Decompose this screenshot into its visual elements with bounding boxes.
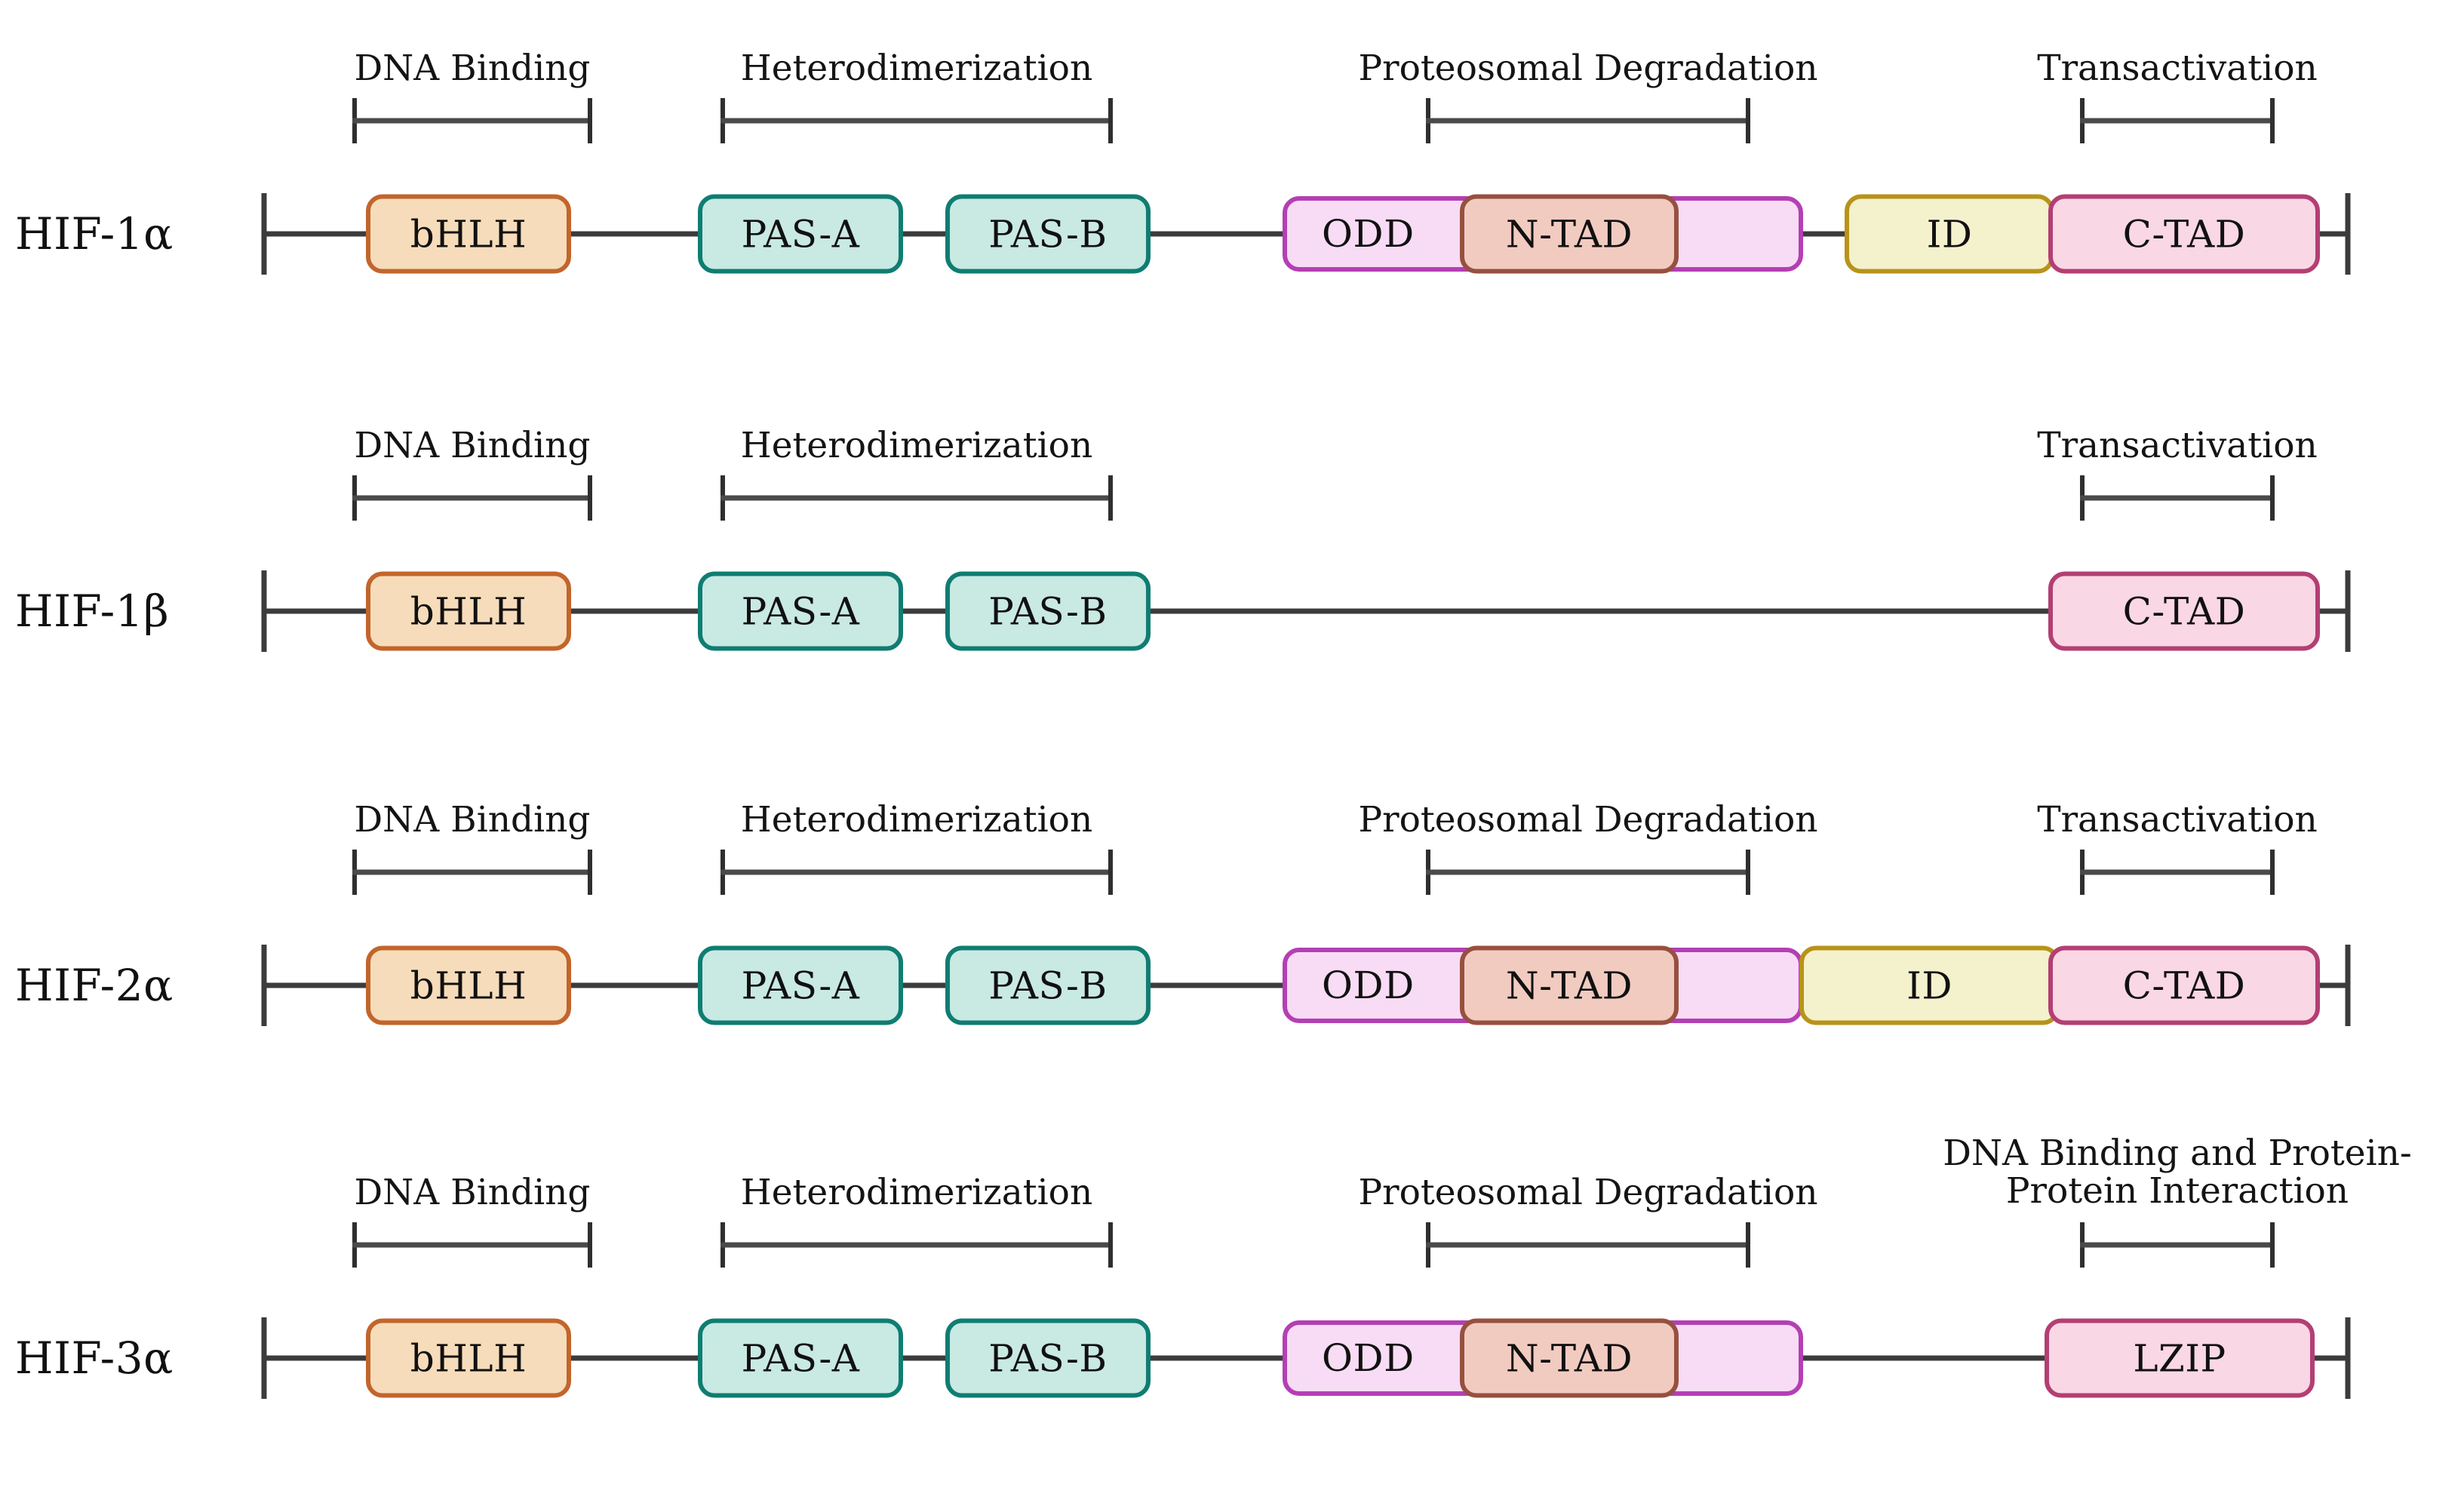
domain-box-pas-b: PAS-B [945, 194, 1151, 274]
bracket-label: Transactivation [2037, 48, 2318, 89]
annotation-bracket [720, 98, 1113, 143]
domain-box-pas-a: PAS-A [698, 945, 903, 1025]
bracket-bar [720, 118, 1113, 124]
bracket-bar [2080, 118, 2275, 124]
annotation-bracket [352, 98, 592, 143]
bracket-label: DNA Binding and Protein- Protein Interac… [1943, 1133, 2412, 1212]
bracket-bar [2080, 1242, 2275, 1248]
bracket-cap-right [2270, 98, 2275, 143]
bracket-bar [1426, 1242, 1750, 1248]
domain-box-n-tad: N-TAD [1460, 194, 1679, 274]
bracket-bar [720, 1242, 1113, 1248]
annotation-bracket [2080, 98, 2275, 143]
n-terminus-tick [261, 570, 267, 652]
bracket-bar [2080, 495, 2275, 501]
bracket-cap-right [1108, 850, 1113, 895]
domain-box-pas-a: PAS-A [698, 571, 903, 651]
bracket-label: Proteosomal Degradation [1358, 48, 1818, 89]
bracket-cap-right [588, 475, 592, 521]
bracket-label: Transactivation [2037, 425, 2318, 466]
protein-backbone-line [264, 608, 2348, 614]
domain-box-bhlh: bHLH [366, 945, 571, 1025]
domain-box-n-tad: N-TAD [1460, 1318, 1679, 1398]
bracket-label: Heterodimerization [740, 799, 1093, 841]
domain-box-c-tad: C-TAD [2048, 571, 2320, 651]
annotation-bracket [1426, 98, 1750, 143]
annotation-bracket [352, 850, 592, 895]
bracket-cap-right [588, 850, 592, 895]
bracket-label: Heterodimerization [740, 1172, 1093, 1213]
bracket-label: DNA Binding [354, 799, 591, 841]
annotation-bracket [720, 475, 1113, 521]
bracket-label: Heterodimerization [740, 425, 1093, 466]
annotation-bracket [352, 1222, 592, 1268]
annotation-bracket [2080, 1222, 2275, 1268]
bracket-label: DNA Binding [354, 1172, 591, 1213]
bracket-bar [720, 869, 1113, 875]
bracket-bar [720, 495, 1113, 501]
domain-box-id: ID [1799, 945, 2060, 1025]
protein-name-label: HIF-2α [15, 960, 174, 1011]
bracket-bar [1426, 118, 1750, 124]
bracket-bar [352, 869, 592, 875]
domain-box-pas-a: PAS-A [698, 194, 903, 274]
bracket-cap-right [1108, 475, 1113, 521]
bracket-cap-right [1746, 1222, 1750, 1268]
protein-name-label: HIF-3α [15, 1332, 174, 1384]
domain-box-pas-b: PAS-B [945, 1318, 1151, 1398]
domain-box-lzip: LZIP [2045, 1318, 2315, 1398]
domain-box-bhlh: bHLH [366, 571, 571, 651]
annotation-bracket [720, 1222, 1113, 1268]
protein-name-label: HIF-1α [15, 208, 174, 260]
annotation-bracket [2080, 850, 2275, 895]
annotation-bracket [1426, 1222, 1750, 1268]
c-terminus-tick [2345, 1317, 2351, 1399]
domain-box-c-tad: C-TAD [2048, 194, 2320, 274]
annotation-bracket [352, 475, 592, 521]
bracket-bar [1426, 869, 1750, 875]
n-terminus-tick [261, 193, 267, 275]
domain-box-c-tad: C-TAD [2048, 945, 2320, 1025]
annotation-bracket [1426, 850, 1750, 895]
bracket-cap-right [1108, 1222, 1113, 1268]
bracket-cap-right [1746, 98, 1750, 143]
bracket-bar [352, 495, 592, 501]
n-terminus-tick [261, 1317, 267, 1399]
domain-box-bhlh: bHLH [366, 1318, 571, 1398]
bracket-cap-right [2270, 850, 2275, 895]
domain-box-bhlh: bHLH [366, 194, 571, 274]
bracket-cap-right [1746, 850, 1750, 895]
annotation-bracket [2080, 475, 2275, 521]
bracket-bar [352, 1242, 592, 1248]
domain-box-pas-b: PAS-B [945, 945, 1151, 1025]
domain-box-n-tad: N-TAD [1460, 945, 1679, 1025]
bracket-label: DNA Binding [354, 48, 591, 89]
c-terminus-tick [2345, 193, 2351, 275]
bracket-label: Transactivation [2037, 799, 2318, 841]
bracket-label: Proteosomal Degradation [1358, 1172, 1818, 1213]
bracket-cap-right [2270, 1222, 2275, 1268]
protein-name-label: HIF-1β [15, 585, 170, 637]
bracket-label: Proteosomal Degradation [1358, 799, 1818, 841]
bracket-cap-right [2270, 475, 2275, 521]
c-terminus-tick [2345, 570, 2351, 652]
domain-box-id: ID [1845, 194, 2054, 274]
bracket-bar [2080, 869, 2275, 875]
domain-box-pas-b: PAS-B [945, 571, 1151, 651]
annotation-bracket [720, 850, 1113, 895]
domain-box-pas-a: PAS-A [698, 1318, 903, 1398]
bracket-cap-right [588, 1222, 592, 1268]
bracket-cap-right [588, 98, 592, 143]
bracket-label: DNA Binding [354, 425, 591, 466]
bracket-bar [352, 118, 592, 124]
bracket-label: Heterodimerization [740, 48, 1093, 89]
c-terminus-tick [2345, 945, 2351, 1026]
n-terminus-tick [261, 945, 267, 1026]
bracket-cap-right [1108, 98, 1113, 143]
